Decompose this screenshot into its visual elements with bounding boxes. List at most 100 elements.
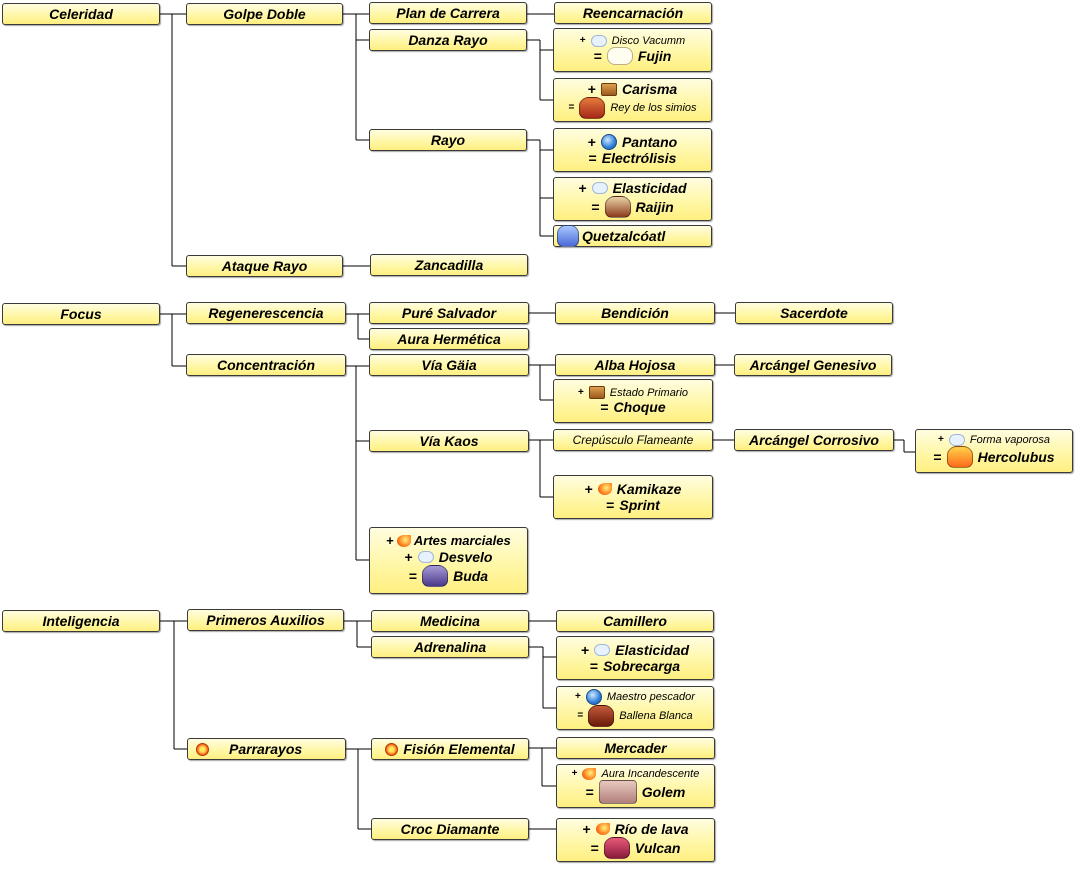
node-parrarayos: Parrarayos	[187, 738, 346, 760]
node-label: Camillero	[603, 613, 667, 629]
node-regenerescencia: Regenerescencia	[186, 302, 346, 324]
result-label: Vulcan	[634, 840, 681, 856]
plus-sign: +	[386, 532, 394, 548]
ingredient-label: Estado Primario	[609, 386, 689, 399]
result-label: Buda	[453, 567, 489, 584]
ballena-blanca-creature-icon	[588, 705, 615, 727]
ingredient-label: Artes marciales	[413, 532, 511, 548]
equals-sign: =	[593, 48, 602, 65]
node-hercolubus: +Forma vaporosa =Hercolubus	[915, 429, 1073, 473]
equals-sign: =	[588, 150, 597, 166]
raijin-creature-icon	[604, 196, 631, 219]
golem-creature-icon	[598, 780, 637, 805]
equals-sign: =	[933, 449, 942, 466]
cloud-icon	[948, 433, 965, 446]
node-label: Inteligencia	[42, 613, 120, 629]
node-quetzalcoatl: Quetzalcóatl	[553, 225, 712, 247]
node-label: Focus	[60, 306, 102, 322]
node-pure-salvador: Puré Salvador	[369, 302, 529, 324]
node-label: Rayo	[430, 132, 466, 148]
result-label: Sobrecarga	[603, 658, 681, 674]
node-golpe-doble: Golpe Doble	[186, 3, 343, 25]
ingredient-label: Río de lava	[614, 820, 689, 837]
monkey-king-creature-icon	[579, 97, 606, 120]
result-label: Sprint	[619, 497, 660, 513]
node-sacerdote: Sacerdote	[735, 302, 893, 324]
node-via-gaia: Vía Gäia	[369, 354, 529, 376]
node-choque: +Estado Primario =Choque	[553, 379, 713, 423]
plus-sign: +	[575, 691, 581, 703]
plus-sign: +	[582, 820, 591, 837]
plus-sign: +	[587, 80, 596, 97]
equals-sign: =	[408, 567, 418, 584]
node-label: Crepúsculo Flameante	[572, 433, 694, 447]
fire-icon	[582, 767, 597, 780]
node-fision-elemental: Fisión Elemental	[371, 738, 529, 760]
node-label: Alba Hojosa	[594, 357, 676, 373]
result-label: Electrólisis	[601, 150, 677, 166]
node-label: Parrarayos	[229, 741, 303, 757]
ingredient-label: Elasticidad	[612, 179, 687, 196]
node-electrolisis: +Pantano =Electrólisis	[553, 128, 712, 172]
node-ballena-blanca: +Maestro pescador =Ballena Blanca	[556, 686, 714, 730]
equals-sign: =	[591, 199, 600, 215]
result-label: Raijin	[635, 199, 674, 215]
node-label: Aura Hermética	[397, 331, 501, 347]
sun-icon	[196, 742, 209, 756]
result-label: Ballena Blanca	[619, 709, 693, 722]
node-label: Primeros Auxilios	[206, 612, 325, 628]
ingredient-label: Elasticidad	[615, 641, 690, 658]
result-label: Hercolubus	[977, 449, 1055, 466]
vulcan-creature-icon	[603, 837, 630, 860]
node-fujin: +Disco Vacumm =Fujin	[553, 28, 712, 72]
box-icon	[588, 386, 605, 400]
result-label: Golem	[641, 784, 686, 801]
node-rayo: Rayo	[369, 129, 527, 151]
node-label: Fisión Elemental	[403, 741, 515, 757]
result-label: Rey de los simios	[610, 101, 697, 114]
equals-sign: =	[585, 784, 594, 801]
cloud-icon	[590, 34, 607, 47]
quetzalcoatl-creature-icon	[557, 225, 579, 247]
node-label: Vía Gäia	[421, 357, 477, 373]
node-reencarnacion: Reencarnación	[554, 2, 712, 24]
plus-sign: +	[577, 387, 584, 399]
node-label: Sacerdote	[780, 305, 848, 321]
node-celeridad: Celeridad	[2, 3, 160, 25]
result-label: Choque	[613, 399, 666, 416]
plus-sign: +	[579, 35, 586, 47]
ingredient-label: Carisma	[621, 80, 678, 97]
node-mercader: Mercader	[556, 737, 715, 759]
node-label: Bendición	[601, 305, 669, 321]
equals-sign: =	[577, 710, 584, 722]
node-golem: +Aura Incandescente =Golem	[556, 764, 715, 808]
node-vulcan: +Río de lava =Vulcan	[556, 818, 715, 862]
fujin-creature-icon	[606, 47, 633, 66]
node-label: Regenerescencia	[208, 305, 324, 321]
node-label: Adrenalina	[413, 639, 487, 655]
cloud-icon	[591, 182, 608, 194]
node-label: Concentración	[216, 357, 315, 373]
node-plan-de-carrera: Plan de Carrera	[369, 2, 527, 24]
plus-sign: +	[580, 641, 590, 658]
ingredient-label: Kamikaze	[616, 480, 682, 497]
ingredient-label: Pantano	[621, 133, 678, 150]
node-arcangel-corrosivo: Arcángel Corrosivo	[734, 429, 894, 451]
node-sprint: + Kamikaze =Sprint	[553, 475, 713, 519]
ingredient-label: Aura Incandescente	[601, 767, 700, 780]
node-camillero: Camillero	[556, 610, 714, 632]
node-primeros-auxilios: Primeros Auxilios	[187, 609, 344, 631]
equals-sign: =	[606, 497, 615, 513]
plus-sign: +	[584, 480, 593, 497]
node-medicina: Medicina	[371, 610, 529, 632]
node-concentracion: Concentración	[186, 354, 346, 376]
ingredient-label: Disco Vacumm	[611, 34, 686, 47]
node-rey-de-los-simios: +Carisma =Rey de los simios	[553, 78, 712, 122]
cloud-icon	[594, 643, 611, 656]
ingredient-label: Desvelo	[438, 548, 493, 565]
plus-sign: +	[578, 179, 587, 196]
node-label: Puré Salvador	[401, 305, 497, 321]
node-bendicion: Bendición	[555, 302, 715, 324]
node-label: Vía Kaos	[419, 433, 479, 449]
